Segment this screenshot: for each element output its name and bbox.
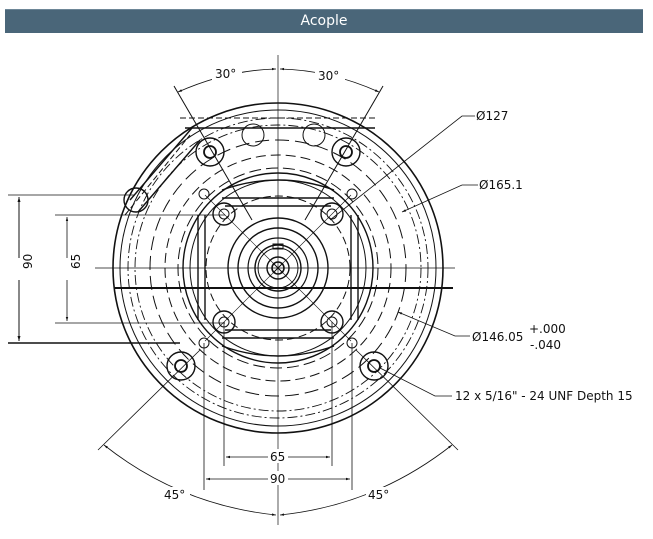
angle-label-top-right: 30° (318, 69, 339, 83)
dim-65-horizontal: 65 (270, 450, 285, 464)
dim-90-vertical: 90 (21, 254, 35, 269)
angle-label-bottom-left: 45° (164, 488, 185, 502)
dim-90-horizontal: 90 (270, 472, 285, 486)
callout-d127: Ø127 (476, 109, 508, 123)
callout-d165: Ø165.1 (479, 178, 523, 192)
outer-rim (112, 102, 444, 434)
angle-label-bottom-right: 45° (368, 488, 389, 502)
angle-label-top-left: 30° (215, 67, 236, 81)
callout-d146: Ø146.05 (472, 330, 523, 344)
dim-65-vertical: 65 (69, 254, 83, 269)
mounting-holes (123, 123, 389, 381)
tolerance-minus: -.040 (530, 338, 561, 352)
callout-thread: 12 x 5/16" - 24 UNF Depth 15 (455, 389, 633, 403)
title: Acople (300, 13, 348, 29)
title-bar: Acople (5, 9, 643, 33)
tolerance-plus: +.000 (529, 322, 566, 336)
